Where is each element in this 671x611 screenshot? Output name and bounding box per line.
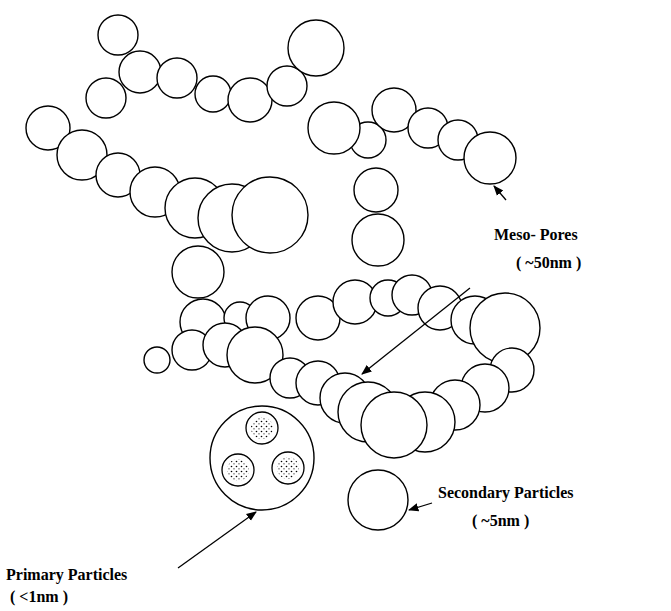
- callout-label: ( <1nm ): [8, 588, 70, 606]
- leader-arrow: [362, 288, 470, 374]
- secondary-particle: [172, 246, 224, 298]
- secondary-particle: [86, 78, 126, 118]
- callout-label: ( ~50nm ): [514, 254, 583, 272]
- leader-lines: [178, 186, 506, 568]
- secondary-particle: [464, 132, 516, 184]
- callout-label: Meso- Pores: [492, 226, 580, 244]
- primary-particle-core: [277, 457, 299, 479]
- leader-arrow: [178, 512, 256, 568]
- secondary-particle: [210, 406, 314, 510]
- primary-particle: [222, 454, 254, 486]
- primary-particle-core: [251, 417, 273, 439]
- secondary-particle: [228, 78, 272, 122]
- leader-arrow: [494, 186, 506, 200]
- callout-label: ( ~5nm ): [470, 512, 531, 530]
- secondary-particle: [157, 58, 197, 98]
- secondary-particle: [288, 20, 344, 76]
- secondary-particle: [144, 347, 170, 373]
- secondary-particle-chain: [26, 15, 540, 530]
- leader-arrow: [409, 503, 432, 510]
- secondary-particle: [361, 392, 427, 458]
- secondary-particle: [308, 102, 360, 154]
- secondary-particle: [98, 15, 138, 55]
- secondary-particle: [348, 470, 408, 530]
- callout-label: Primary Particles: [4, 566, 129, 584]
- secondary-particle: [352, 214, 404, 266]
- callout-label: Secondary Particles: [436, 484, 576, 502]
- primary-particles: [222, 412, 304, 486]
- secondary-particle: [232, 177, 308, 253]
- secondary-particle: [119, 51, 161, 93]
- secondary-particle: [354, 168, 398, 212]
- secondary-particle: [195, 76, 231, 112]
- primary-particle: [272, 452, 304, 484]
- primary-particle: [246, 412, 278, 444]
- primary-particle-core: [227, 459, 249, 481]
